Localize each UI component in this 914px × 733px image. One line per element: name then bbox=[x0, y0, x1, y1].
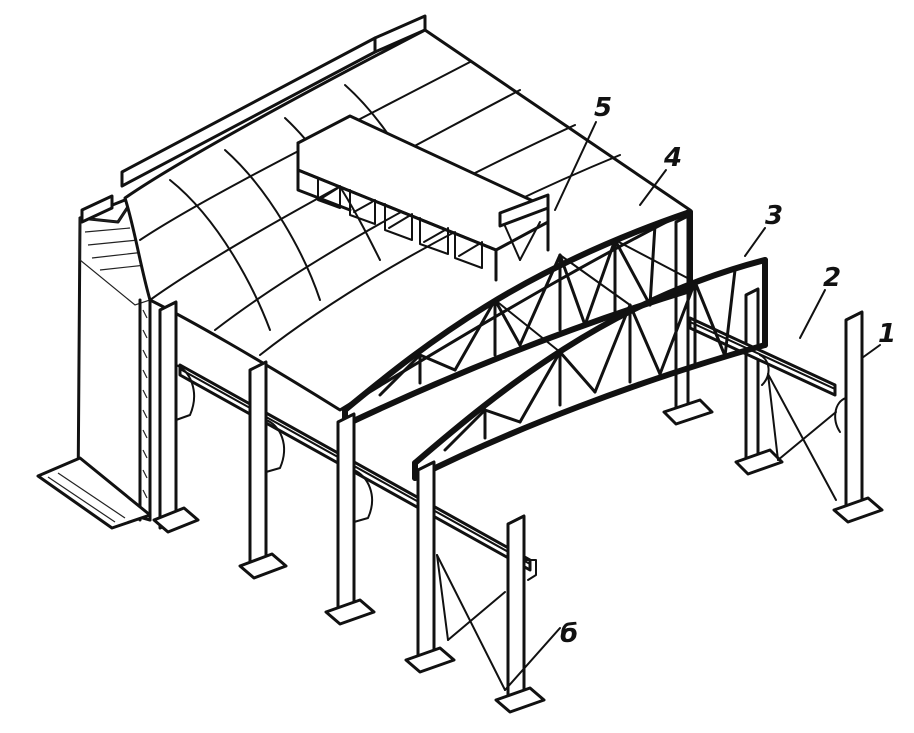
label-5: 5 bbox=[594, 93, 612, 123]
label-1: 1 bbox=[878, 319, 896, 349]
label-4: 4 bbox=[663, 143, 682, 173]
truss-front bbox=[412, 239, 768, 481]
roof-panels bbox=[123, 28, 692, 412]
callout-labels: 5 4 3 2 1 б bbox=[560, 93, 896, 649]
leader-lines bbox=[436, 121, 881, 691]
roof-lantern bbox=[296, 114, 550, 282]
roof-parapet bbox=[80, 14, 427, 224]
end-wall bbox=[36, 194, 152, 530]
label-2: 2 bbox=[823, 263, 841, 293]
back-columns bbox=[662, 214, 784, 476]
label-6: б bbox=[560, 619, 578, 649]
label-3: 3 bbox=[765, 201, 783, 231]
columns bbox=[152, 300, 884, 714]
